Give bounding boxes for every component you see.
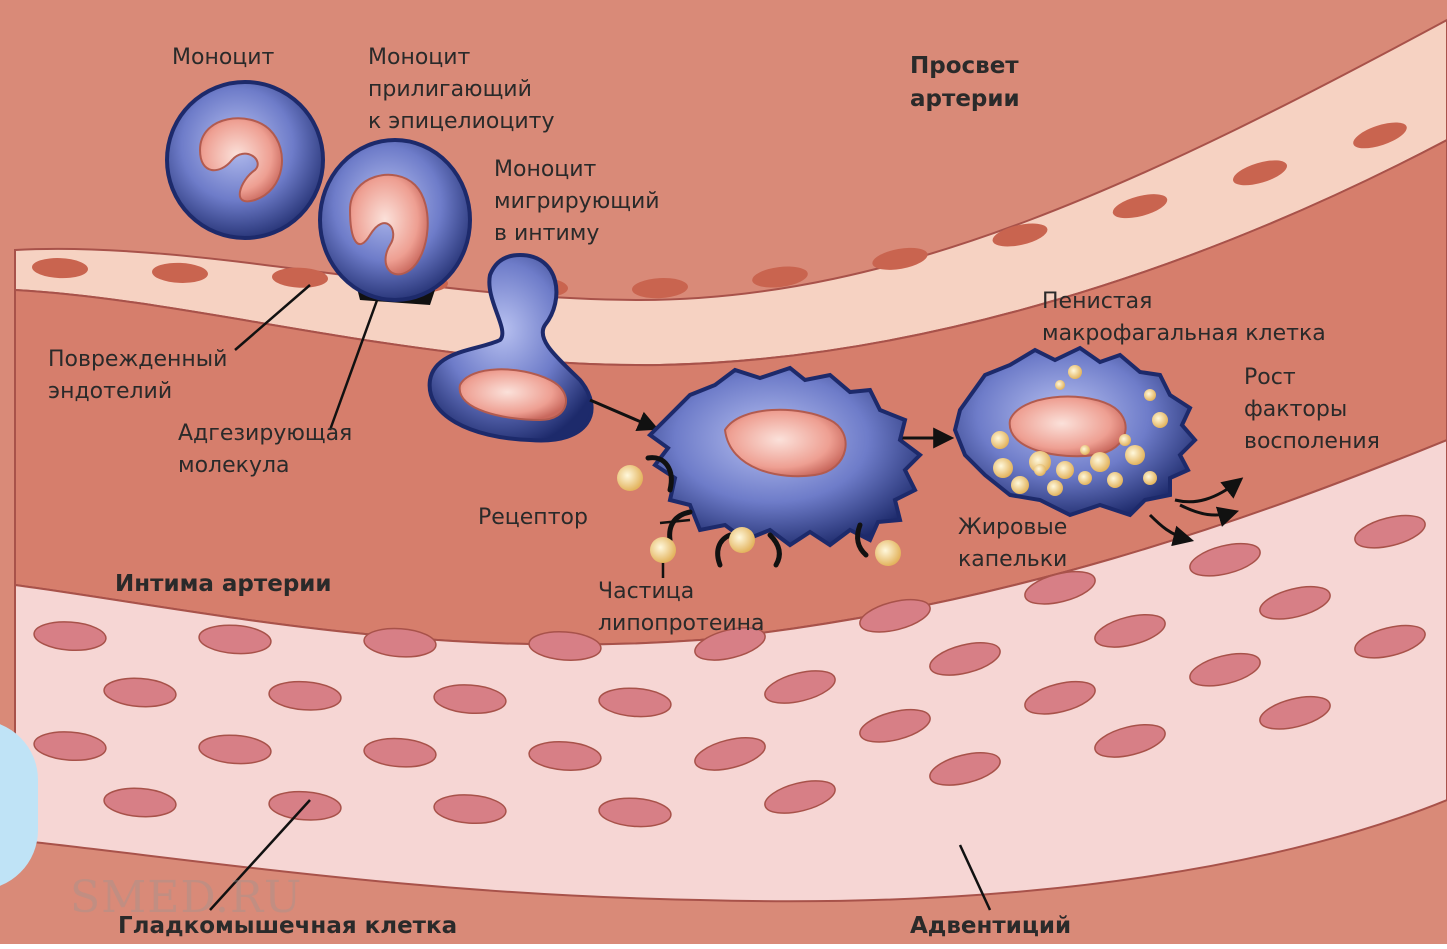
label-adhering-monocyte: Моноцит прилигающий к эпицелиоциту — [368, 42, 554, 138]
label-growth-factors: Рост факторы восполения — [1244, 362, 1380, 458]
monocyte-free — [167, 82, 323, 238]
label-fat-droplets: Жировые капельки — [958, 512, 1067, 576]
label-damaged-endothelium: Поврежденный эндотелий — [48, 344, 227, 408]
label-lipoprotein-particle: Частица липопротеина — [598, 576, 765, 640]
label-foam-cell: Пенистая макрофагальная клетка — [1042, 286, 1326, 350]
label-adventitia: Адвентиций — [910, 910, 1071, 943]
label-adhesion-molecule: Адгезирующая молекула — [178, 418, 352, 482]
label-receptor: Рецептор — [478, 502, 588, 534]
label-migrating-monocyte: Моноцит мигрирующий в интиму — [494, 154, 660, 250]
label-smooth-muscle-cell: Гладкомышечная клетка — [118, 910, 457, 943]
label-arterial-lumen: Просвет артерии — [910, 50, 1020, 117]
label-arterial-intima: Интима артерии — [115, 568, 332, 601]
label-monocyte: Моноцит — [172, 42, 274, 74]
